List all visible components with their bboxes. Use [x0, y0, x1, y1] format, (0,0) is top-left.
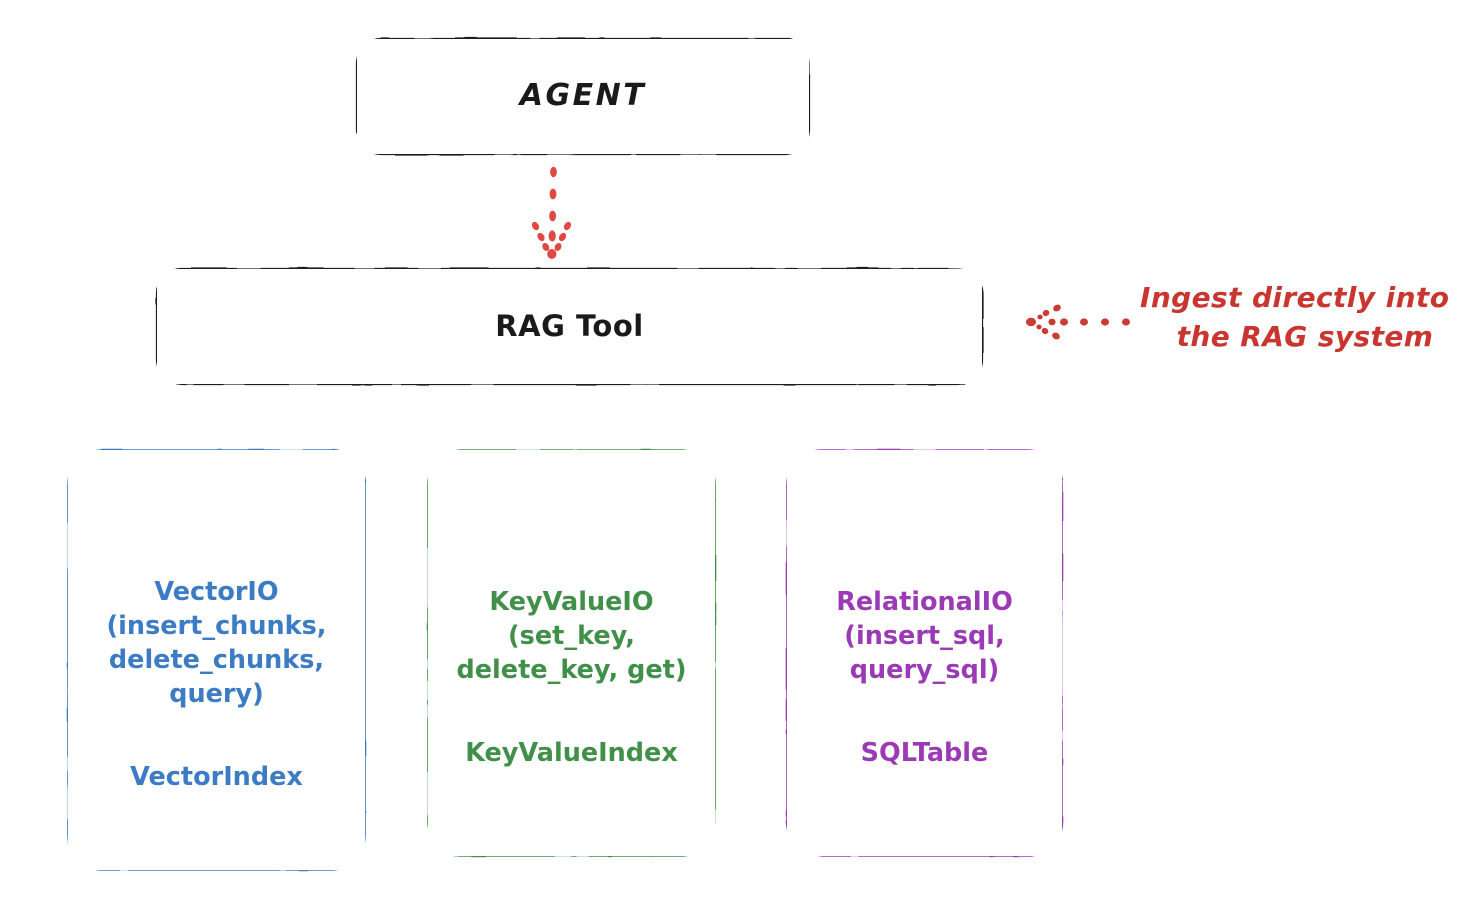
- relational-io-label-group: RelationalIO (insert_sql, query_sql) SQL…: [787, 450, 1062, 805]
- vector-io-label-group: VectorIO (insert_chunks, delete_chunks, …: [68, 450, 365, 829]
- key-value-index-label: KeyValueIndex: [465, 738, 678, 769]
- ingest-arrow: [1026, 304, 1130, 340]
- vector-io-node[interactable]: VectorIO (insert_chunks, delete_chunks, …: [68, 450, 365, 870]
- key-value-io-label-group: KeyValueIO (set_key, delete_key, get) Ke…: [428, 450, 715, 805]
- rag-tool-node[interactable]: RAG Tool: [157, 269, 982, 384]
- ingest-annotation-line-1: Ingest directly into: [1140, 281, 1450, 314]
- agent-label: AGENT: [519, 78, 647, 114]
- sql-table-label: SQLTable: [860, 738, 989, 769]
- key-value-io-node[interactable]: KeyValueIO (set_key, delete_key, get) Ke…: [428, 450, 715, 856]
- ingest-annotation: Ingest directly into the RAG system: [1140, 278, 1470, 356]
- rag-tool-label: RAG Tool: [495, 309, 644, 344]
- key-value-io-label: KeyValueIO (set_key, delete_key, get): [456, 586, 687, 685]
- agent-to-rag-tool-arrow: [531, 166, 572, 259]
- relational-io-label: RelationalIO (insert_sql, query_sql): [836, 586, 1013, 685]
- vector-index-label: VectorIndex: [130, 762, 303, 793]
- agent-node[interactable]: AGENT: [357, 39, 809, 154]
- vector-io-label: VectorIO (insert_chunks, delete_chunks, …: [106, 576, 327, 709]
- relational-io-node[interactable]: RelationalIO (insert_sql, query_sql) SQL…: [787, 450, 1062, 856]
- ingest-annotation-line-2: the RAG system: [1176, 320, 1434, 354]
